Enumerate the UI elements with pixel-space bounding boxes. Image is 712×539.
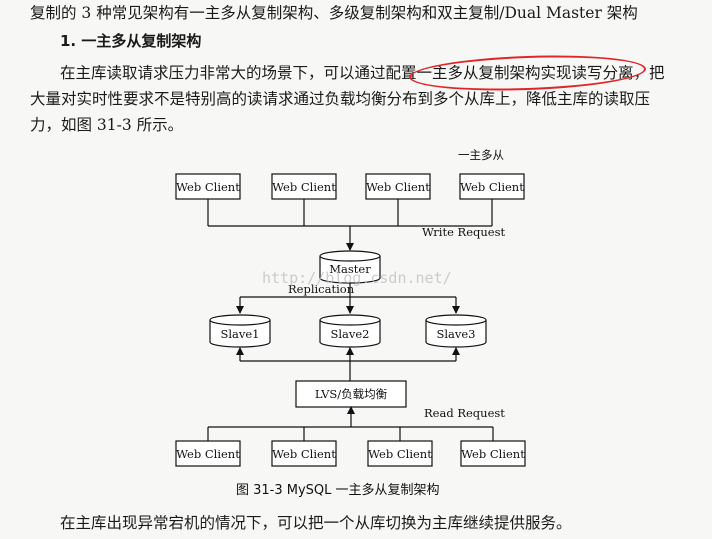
slave-1-label: Slave1 xyxy=(220,327,259,341)
slave-1-db: Slave1 xyxy=(209,314,271,348)
top-client-3: Web Client xyxy=(365,173,431,200)
bottom-client-1-label: Web Client xyxy=(176,447,240,461)
bottom-client-2: Web Client xyxy=(271,440,337,467)
highlighted-text: 一主多从复制架构实现读写分离 xyxy=(416,64,634,82)
read-distribution-connector xyxy=(236,347,460,381)
top-client-1-label: Web Client xyxy=(176,180,240,194)
slave-3-label: Slave3 xyxy=(436,327,475,341)
intro-line: 复制的 3 种常见架构有一主多从复制架构、多级复制架构和双主复制/Dual Ma… xyxy=(30,4,638,22)
highlighted-phrase: 一主多从复制架构实现读写分离 xyxy=(407,51,647,95)
body-line-1-post: ，把 xyxy=(633,64,665,82)
body-line-1-pre: 在主库读取请求压力非常大的场景下，可以通过配置 xyxy=(60,64,417,82)
top-client-4: Web Client xyxy=(459,173,525,200)
load-balancer-label: LVS/负载均衡 xyxy=(315,387,388,401)
top-client-4-label: Web Client xyxy=(460,180,524,194)
body-line-1: 在主库读取请求压力非常大的场景下，可以通过配置一主多从复制架构实现读写分离，把 xyxy=(60,51,665,95)
read-request-label: Read Request xyxy=(424,406,505,420)
closing-line: 在主库出现异常宕机的情况下，可以把一个从库切换为主库继续提供服务。 xyxy=(60,514,572,532)
master-db: Master xyxy=(319,250,381,284)
figure-caption: 图 31-3 MySQL 一主多从复制架构 xyxy=(236,482,440,498)
master-label: Master xyxy=(329,262,371,276)
slave-3-db: Slave3 xyxy=(425,314,487,348)
slave-2-label: Slave2 xyxy=(330,327,369,341)
load-balancer-box: LVS/负载均衡 xyxy=(295,380,407,408)
write-request-label: Write Request xyxy=(422,225,506,239)
top-client-2: Web Client xyxy=(271,173,337,200)
top-client-2-label: Web Client xyxy=(272,180,336,194)
bottom-client-2-label: Web Client xyxy=(272,447,336,461)
corner-label: 一主多从 xyxy=(458,148,504,162)
bottom-client-3: Web Client xyxy=(367,440,433,467)
bottom-connector xyxy=(207,406,494,441)
bottom-client-4-label: Web Client xyxy=(461,447,525,461)
section-heading: 1. 一主多从复制架构 xyxy=(60,32,202,50)
body-line-3: 力，如图 31-3 所示。 xyxy=(30,116,184,134)
bottom-client-1: Web Client xyxy=(175,440,241,467)
top-client-1: Web Client xyxy=(175,173,241,200)
body-line-2: 大量对实时性要求不是特别高的读请求通过负载均衡分布到多个从库上，降低主库的读取压 xyxy=(30,90,651,108)
replication-label: Replication xyxy=(288,282,355,296)
top-client-3-label: Web Client xyxy=(366,180,430,194)
bottom-client-4: Web Client xyxy=(460,440,526,467)
top-connector xyxy=(207,199,493,251)
replication-connector xyxy=(236,283,460,314)
slave-2-db: Slave2 xyxy=(319,314,381,348)
watermark: http://blog.csdn.net/ xyxy=(262,269,452,287)
bottom-client-3-label: Web Client xyxy=(368,447,432,461)
